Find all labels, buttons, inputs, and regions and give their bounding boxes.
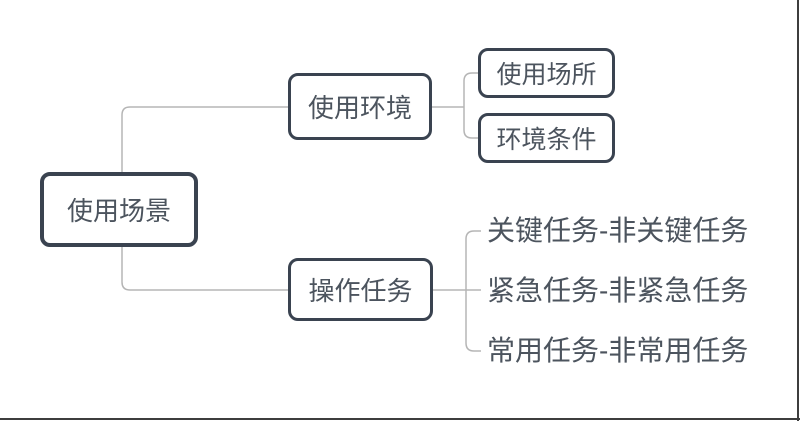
node-usage-scenario-label: 使用场景	[66, 196, 171, 226]
frame-bottom-border	[0, 418, 800, 420]
connector-branch1-fork	[463, 72, 479, 139]
node-environment-conditions-label: 环境条件	[496, 126, 597, 154]
node-operation-tasks[interactable]: 操作任务	[288, 258, 433, 321]
leaf-urgent-tasks[interactable]: 紧急任务-非紧急任务	[487, 275, 749, 306]
leaf-critical-tasks[interactable]: 关键任务-非关键任务	[487, 215, 749, 246]
node-usage-environment[interactable]: 使用环境	[288, 73, 432, 140]
node-environment-conditions[interactable]: 环境条件	[478, 113, 615, 163]
frame-right-border	[797, 0, 799, 421]
node-usage-location[interactable]: 使用场所	[478, 48, 615, 98]
leaf-common-tasks[interactable]: 常用任务-非常用任务	[487, 335, 749, 366]
node-usage-location-label: 使用场所	[496, 61, 597, 89]
node-operation-tasks-label: 操作任务	[308, 276, 413, 306]
node-usage-environment-label: 使用环境	[307, 93, 412, 123]
node-usage-scenario[interactable]: 使用场景	[40, 172, 198, 247]
connector-branch2-fork	[465, 230, 481, 352]
